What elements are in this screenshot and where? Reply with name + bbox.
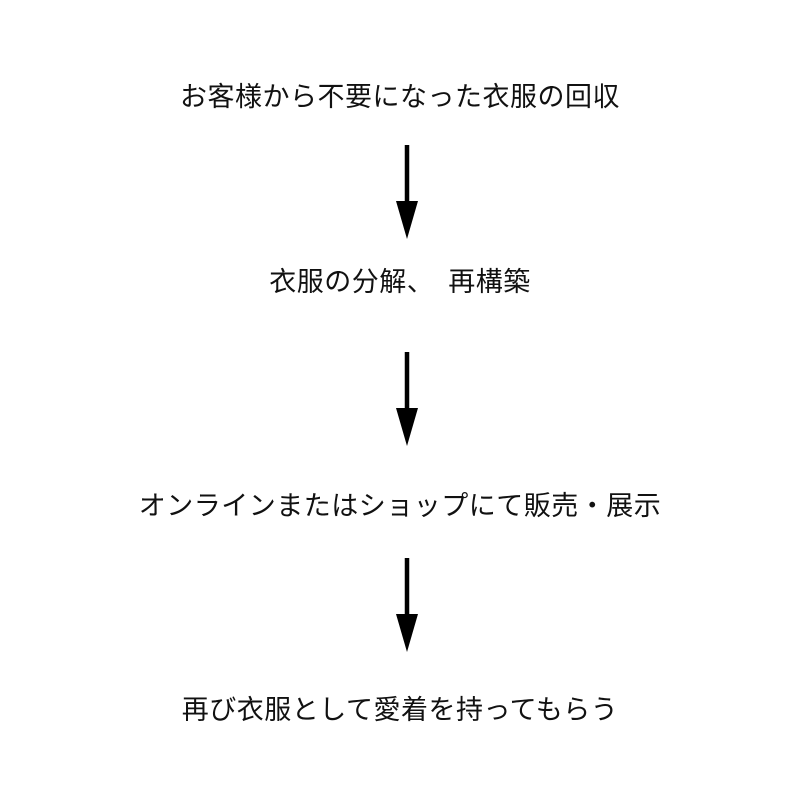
flow-step-3-label: オンラインまたはショップにて販売・展示 (138, 491, 662, 521)
flow-step-4-label: 再び衣服として愛着を持ってもらう (181, 695, 619, 725)
down-arrow-icon (396, 352, 418, 446)
flow-step-2-label: 衣服の分解、 再構築 (269, 267, 531, 297)
flow-step-1-label: お客様から不要になった衣服の回収 (180, 82, 620, 112)
down-arrow-icon (396, 145, 418, 239)
down-arrow-icon (396, 558, 418, 652)
